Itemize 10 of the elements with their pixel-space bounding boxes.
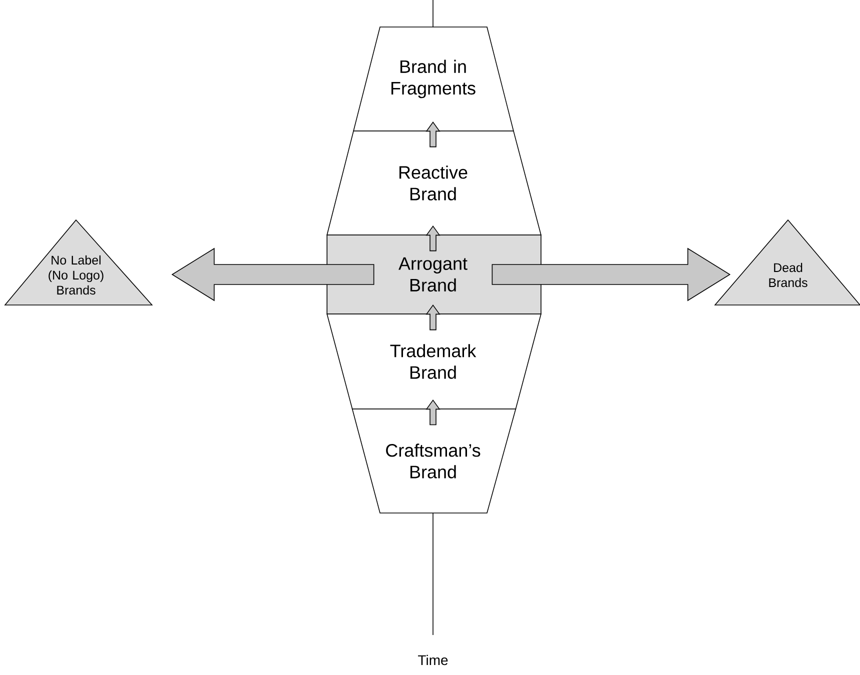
stage-band: Reactive Brand [326,130,542,236]
block-arrow [426,400,440,426]
axis-label: Time [418,654,448,666]
stage-band: Craftsman’s Brand [352,408,516,514]
stage-band: Brand in Fragments [353,26,514,132]
block-arrow [426,122,440,148]
block-arrow [426,304,440,330]
block-arrow [171,248,374,302]
block-arrow [492,248,731,302]
block-arrow [426,226,440,252]
